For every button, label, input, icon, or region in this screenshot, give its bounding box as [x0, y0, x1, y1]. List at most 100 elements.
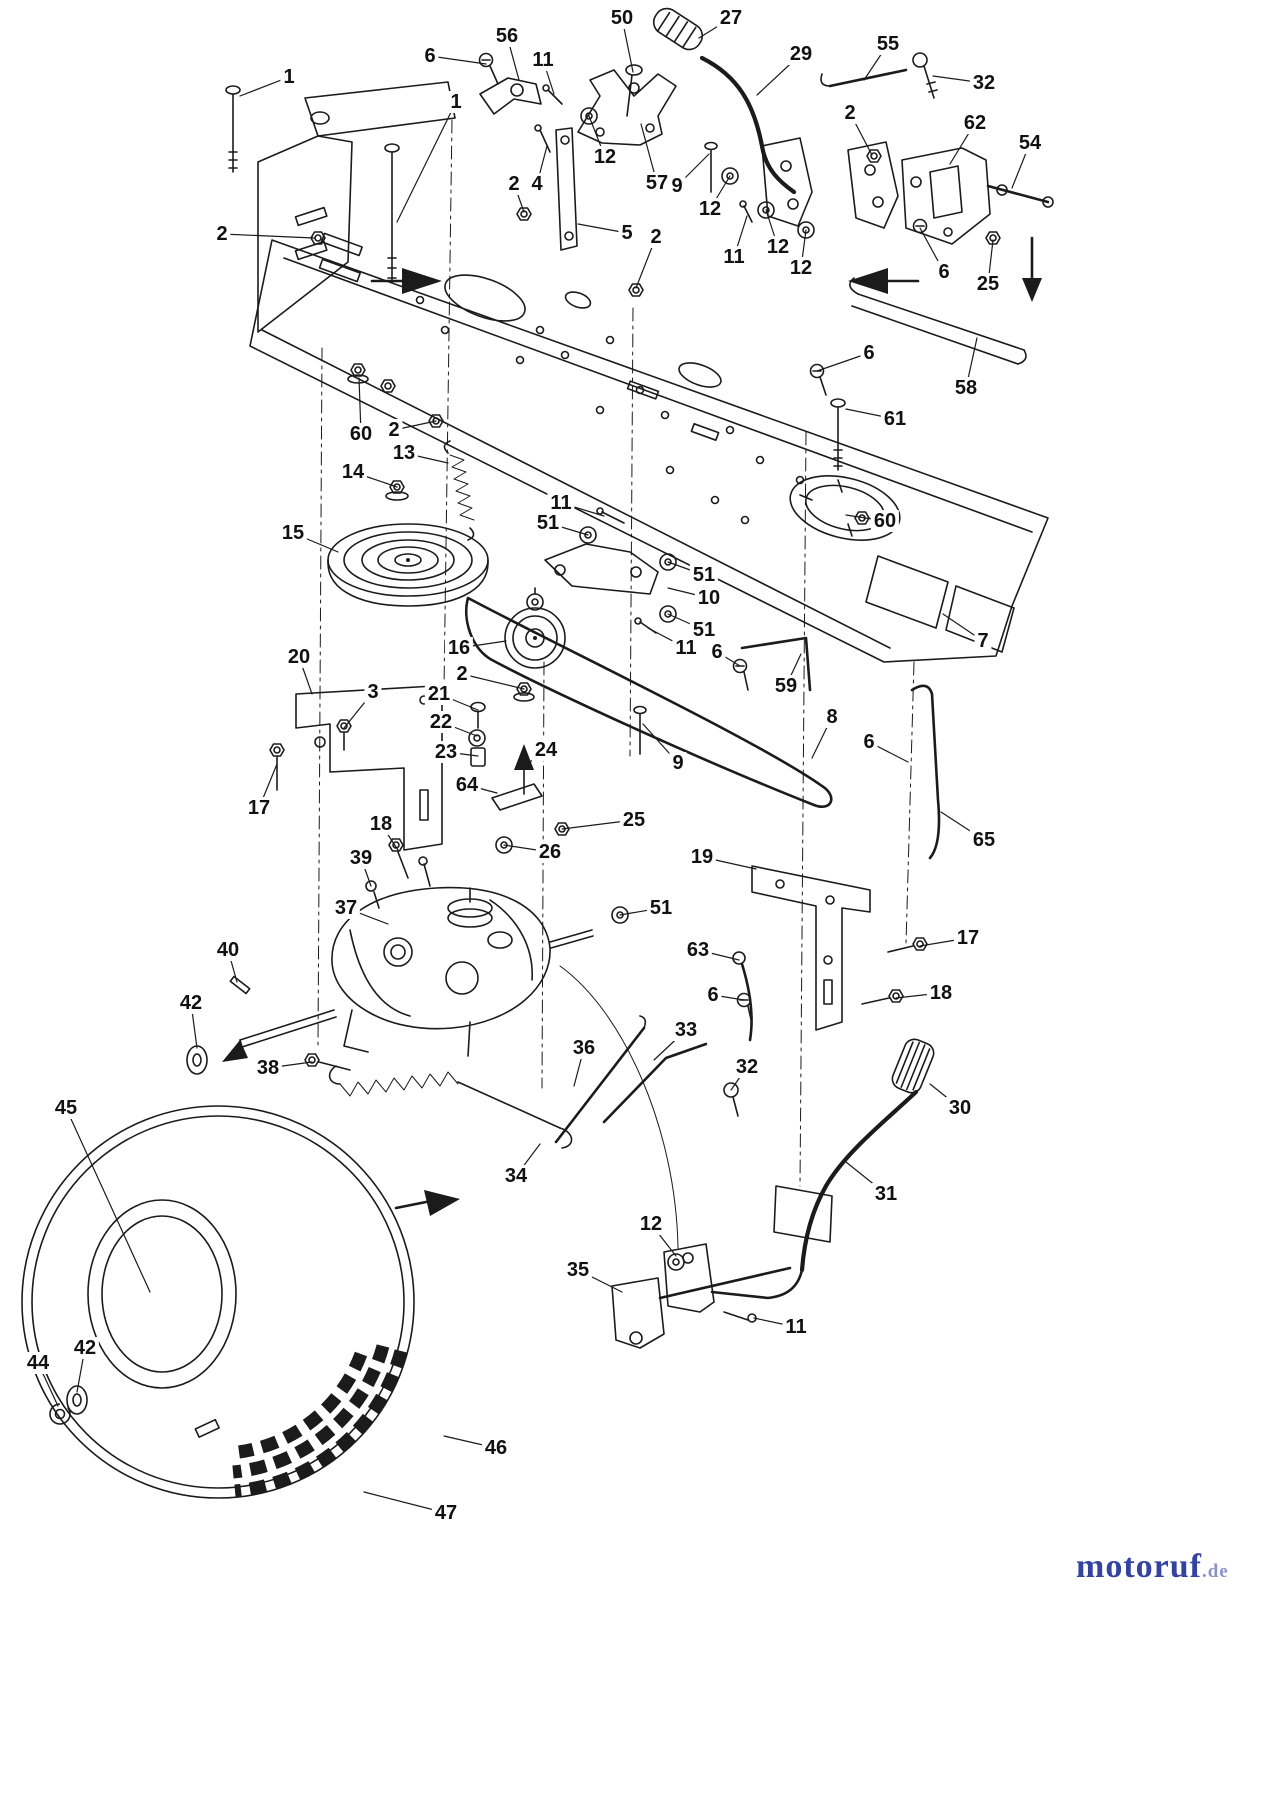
callout-6-55: 6: [860, 731, 878, 753]
rod-65: [910, 684, 941, 860]
shift-lever-31: [710, 1038, 935, 1300]
callout-10-38: 10: [694, 587, 724, 609]
idler-arm-10: [544, 507, 749, 691]
leader-lines: [37, 17, 1031, 1514]
callout-33-73: 33: [671, 1019, 701, 1041]
callout-18-67: 18: [926, 982, 956, 1004]
callout-1-0: 1: [280, 66, 298, 88]
idler-spring-13: [443, 440, 475, 541]
transmission-37: [186, 856, 629, 1075]
engagement-bracket-57: [577, 64, 677, 146]
callout-36-72: 36: [569, 1037, 599, 1059]
watermark-suffix: .de: [1201, 1561, 1229, 1582]
bolt-9-lower: [495, 705, 647, 854]
callout-7-44: 7: [974, 630, 992, 652]
arrow-up-icon: [514, 744, 534, 770]
callout-27-5: 27: [716, 7, 746, 29]
callout-47-86: 47: [431, 1502, 461, 1524]
e-ring-44: [49, 1403, 71, 1425]
callout-60-39: 60: [870, 510, 900, 532]
callout-1-9: 1: [447, 91, 465, 113]
arrow-axle-icon: [222, 1040, 248, 1062]
strap-5-and-pin-4: [516, 107, 644, 297]
callout-12-23: 12: [763, 236, 793, 258]
callout-11-82: 11: [782, 1316, 810, 1338]
leader-line-6-27: [816, 352, 870, 372]
callout-17-66: 17: [953, 927, 983, 949]
carriage-bolts: [225, 85, 400, 283]
clutch-spring-34: [328, 1065, 573, 1149]
callout-6-69: 6: [704, 984, 722, 1006]
callout-11-3: 11: [529, 49, 557, 71]
callout-4-11: 4: [528, 173, 546, 195]
callout-2-30: 2: [385, 419, 403, 441]
direction-arrows: [370, 268, 920, 294]
callout-40-68: 40: [213, 939, 243, 961]
callout-22-50: 22: [426, 711, 456, 733]
callout-60-29: 60: [346, 423, 376, 445]
wheel-rim-47: [87, 1199, 237, 1389]
clutch-lever-assembly: [652, 7, 815, 239]
callout-6-25: 6: [935, 261, 953, 283]
callout-9-14: 9: [668, 175, 686, 197]
callout-19-62: 19: [687, 846, 717, 868]
callout-54-18: 54: [1015, 132, 1045, 154]
callout-65-76: 65: [969, 829, 999, 851]
callout-58-28: 58: [951, 377, 981, 399]
callout-64-53: 64: [452, 774, 482, 796]
chassis-frame: [249, 232, 1049, 663]
pivot-bracket-assembly: [559, 965, 792, 1349]
lever-grip: [652, 7, 704, 51]
callout-6-42: 6: [708, 641, 726, 663]
leader-line-1-9: [396, 101, 457, 223]
linkage-rods-36-33: [554, 1015, 739, 1144]
drive-belt-8: [465, 596, 833, 808]
leader-line-2-48: [461, 673, 525, 690]
callout-39-61: 39: [346, 847, 376, 869]
callout-2-21: 2: [647, 226, 665, 248]
callout-51-37: 51: [689, 564, 719, 586]
leader-line-2-19: [221, 233, 315, 239]
callout-31-78: 31: [871, 1183, 901, 1205]
callout-11-22: 11: [720, 246, 748, 268]
callout-37-63: 37: [331, 897, 361, 919]
callout-35-81: 35: [563, 1259, 593, 1281]
callout-6-27: 6: [860, 342, 878, 364]
callout-51-40: 51: [689, 619, 719, 641]
rear-wheel-45: [21, 1105, 460, 1499]
callout-23-51: 23: [431, 741, 461, 763]
shift-knob-30: [891, 1038, 935, 1094]
callout-26-59: 26: [535, 841, 565, 863]
callout-38-71: 38: [253, 1057, 283, 1079]
watermark-logo: motoruf.de: [1076, 1548, 1229, 1586]
callout-57-13: 57: [642, 172, 672, 194]
callout-45-79: 45: [51, 1097, 81, 1119]
arrow-left-icon: [848, 268, 888, 294]
leader-line-45-79: [65, 1107, 151, 1293]
callout-15-36: 15: [278, 522, 308, 544]
callout-12-80: 12: [636, 1213, 666, 1235]
callout-16-45: 16: [444, 637, 474, 659]
transmission-bracket-20: [269, 685, 543, 909]
callout-61-32: 61: [880, 408, 910, 430]
callout-18-60: 18: [366, 813, 396, 835]
watermark-brand: motoruf: [1076, 1548, 1202, 1585]
callout-12-24: 12: [786, 257, 816, 279]
callout-59-43: 59: [771, 675, 801, 697]
callout-51-64: 51: [646, 897, 676, 919]
callout-32-8: 32: [969, 72, 999, 94]
callout-42-84: 42: [70, 1337, 100, 1359]
brake-rod-58: [809, 277, 1027, 471]
callout-55-7: 55: [873, 33, 903, 55]
callout-12-12: 12: [590, 146, 620, 168]
leader-line-6-1: [429, 55, 487, 65]
callout-9-56: 9: [669, 752, 687, 774]
callout-13-31: 13: [389, 442, 419, 464]
callout-2-10: 2: [505, 173, 523, 195]
callout-12-15: 12: [695, 198, 725, 220]
callout-11-34: 11: [547, 492, 575, 514]
callout-14-33: 14: [338, 461, 368, 483]
callout-2-48: 2: [453, 663, 471, 685]
